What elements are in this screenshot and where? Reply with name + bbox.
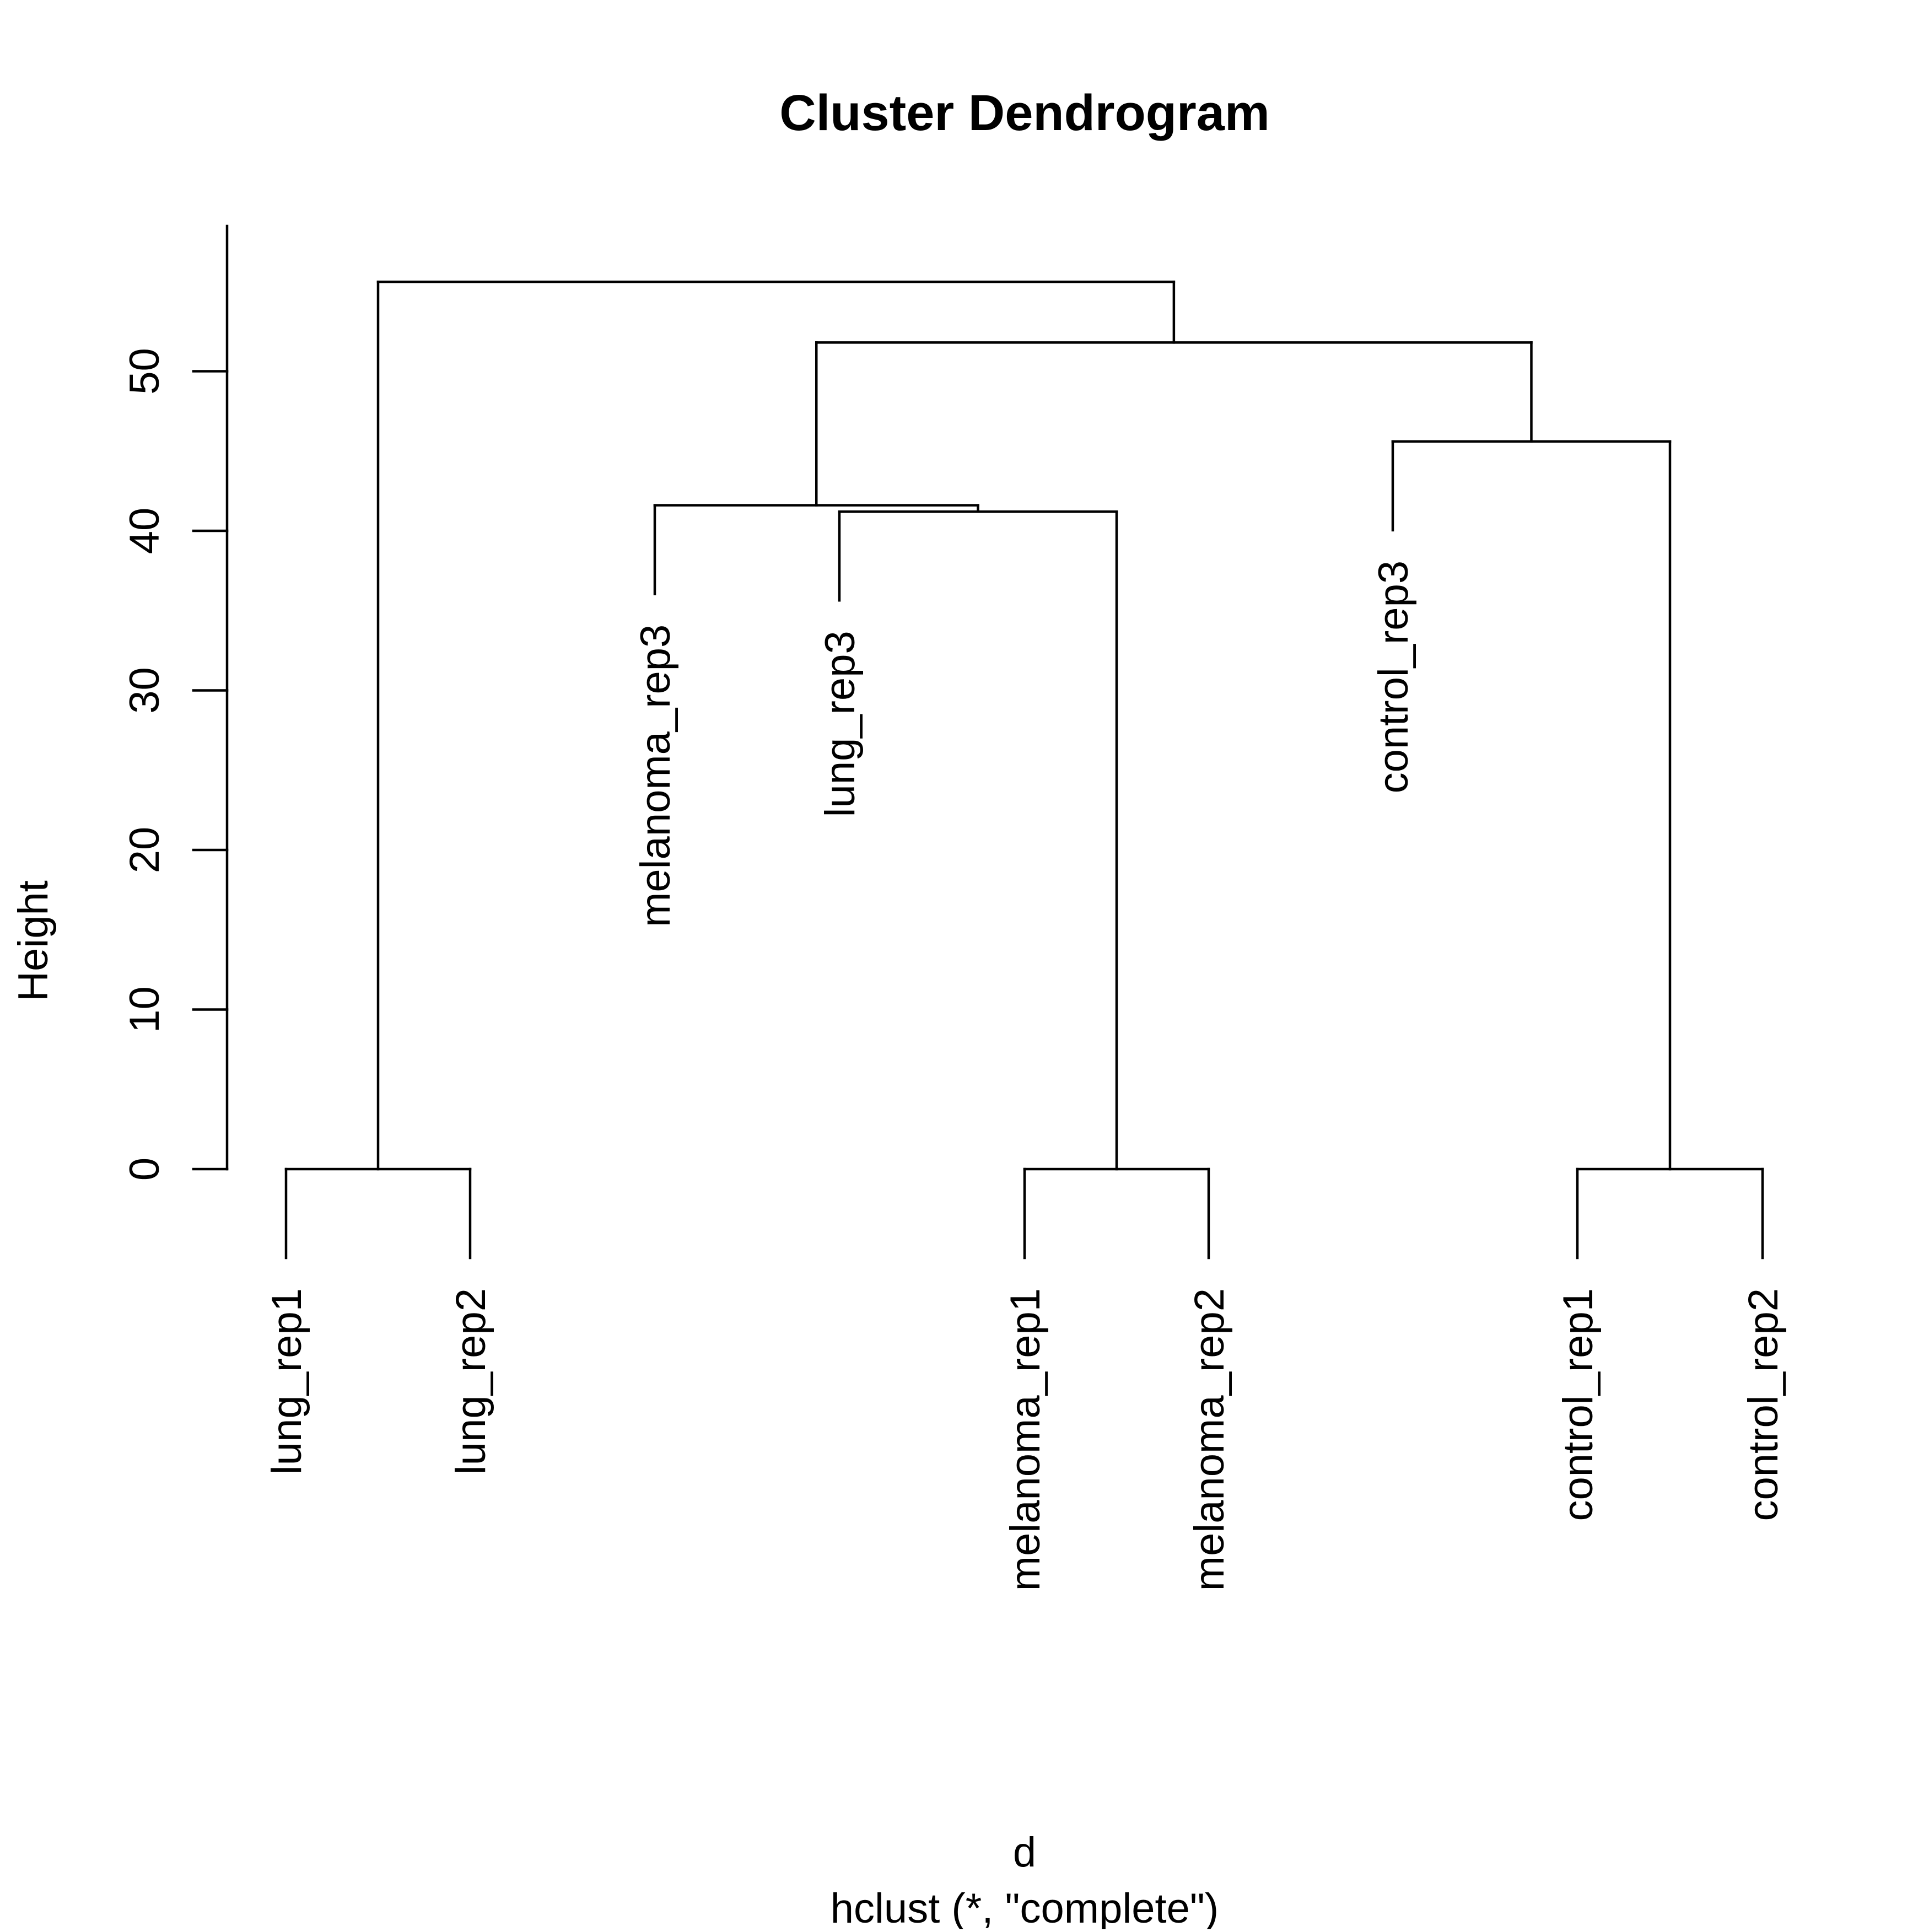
- leaf-label-lung-rep2: lung_rep2: [448, 1288, 494, 1474]
- x-axis-label: d: [1013, 1829, 1036, 1876]
- method-sublabel: hclust (*, "complete"): [831, 1885, 1219, 1929]
- leaf-label-melanoma-rep1: melanoma_rep1: [1002, 1288, 1049, 1591]
- y-tick-label: 50: [121, 348, 168, 395]
- y-axis: 0 10 20 30 40 50: [121, 224, 229, 1181]
- leaf-label-control-rep2: control_rep2: [1740, 1288, 1787, 1521]
- leaf-label-lung-rep3: lung_rep3: [817, 631, 864, 817]
- y-tick-label: 20: [121, 827, 168, 874]
- y-tick-label: 40: [121, 508, 168, 555]
- leaf-label-control-rep3: control_rep3: [1370, 561, 1417, 794]
- leaf-label-melanoma-rep3: melanoma_rep3: [632, 625, 679, 927]
- y-tick-label: 0: [121, 1158, 168, 1181]
- chart-title: Cluster Dendrogram: [779, 85, 1270, 141]
- y-tick-label: 10: [121, 986, 168, 1033]
- leaf-label-lung-rep1: lung_rep1: [263, 1288, 310, 1474]
- y-axis-label: Height: [10, 880, 57, 1002]
- y-tick-label: 30: [121, 667, 168, 714]
- leaf-label-melanoma-rep2: melanoma_rep2: [1186, 1288, 1233, 1591]
- dendrogram-tree: [284, 281, 1764, 1260]
- leaf-labels: lung_rep1 lung_rep2 melanoma_rep3 lung_rep3…: [263, 561, 1787, 1591]
- leaf-label-control-rep1: control_rep1: [1555, 1288, 1602, 1521]
